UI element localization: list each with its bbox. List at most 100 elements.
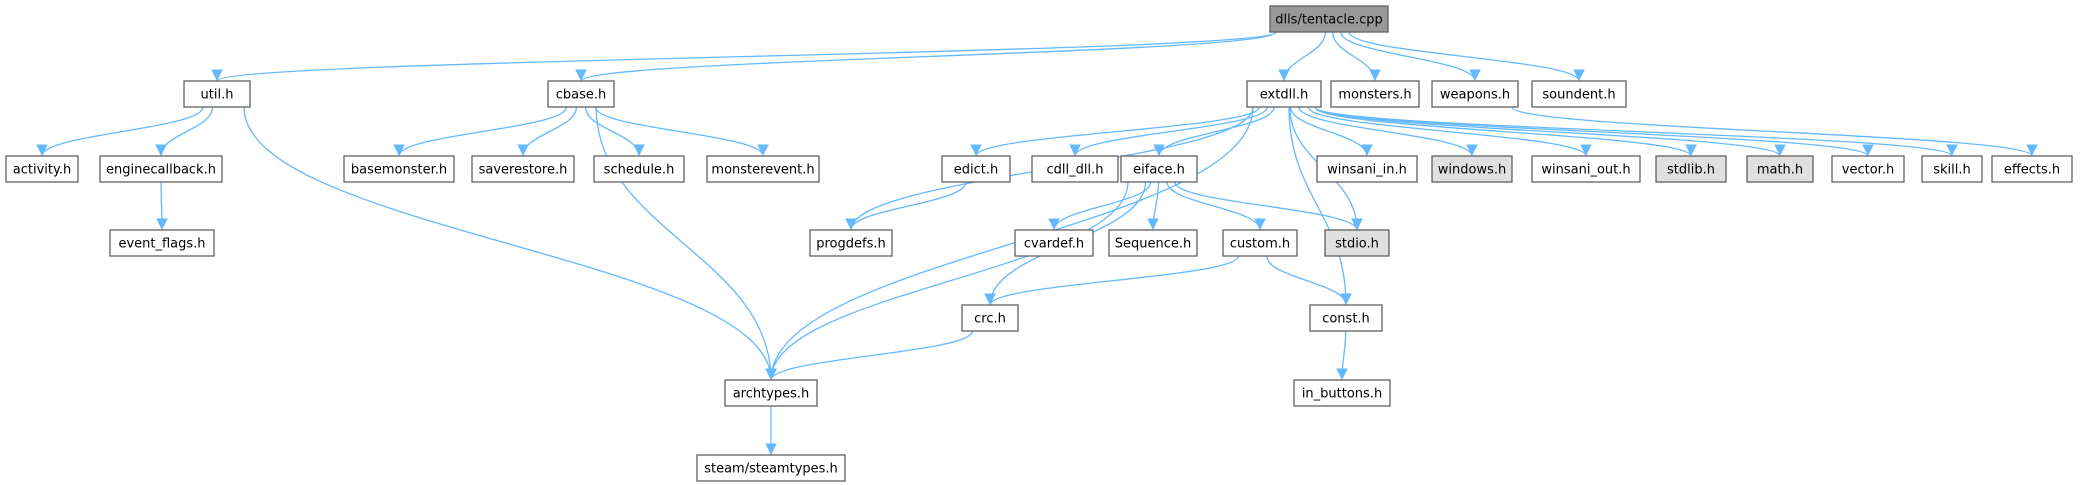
node-effects[interactable]: effects.h — [1991, 155, 2073, 183]
node-const-label: const.h — [1322, 312, 1370, 327]
edge-util-to-activity — [36, 106, 204, 157]
edge-tentacle-to-soundent — [1348, 31, 1585, 82]
node-tentacle[interactable]: dlls/tentacle.cpp — [1269, 5, 1389, 33]
node-in_buttons[interactable]: in_buttons.h — [1293, 379, 1391, 407]
node-extdll[interactable]: extdll.h — [1246, 80, 1322, 108]
node-tentacle-label: dlls/tentacle.cpp — [1275, 13, 1383, 28]
node-activity-label: activity.h — [13, 163, 71, 178]
edge-cbase-to-basemonster — [393, 106, 568, 157]
edge-crc-to-archtypes — [765, 330, 974, 381]
node-saverestore[interactable]: saverestore.h — [471, 155, 575, 183]
node-steamtypes-box — [696, 454, 846, 482]
node-soundent-box — [1531, 80, 1627, 108]
edge-layer — [36, 31, 2038, 455]
node-windows-label: windows.h — [1438, 163, 1506, 178]
edge-util-to-enginecallback — [155, 106, 214, 157]
node-soundent-label: soundent.h — [1542, 88, 1615, 103]
node-winsani_in-label: winsani_in.h — [1327, 163, 1407, 178]
node-basemonster-label: basemonster.h — [351, 163, 447, 178]
node-stdio[interactable]: stdio.h — [1324, 229, 1390, 257]
node-monsterevent[interactable]: monsterevent.h — [706, 155, 820, 183]
node-progdefs-label: progdefs.h — [816, 237, 886, 252]
edge-eiface-to-cvardef — [1048, 181, 1152, 231]
node-eiface-label: eiface.h — [1133, 163, 1185, 178]
node-basemonster-box — [343, 155, 455, 183]
node-crc-label: crc.h — [974, 312, 1006, 327]
node-winsani_out[interactable]: winsani_out.h — [1531, 155, 1641, 183]
node-enginecallback-label: enginecallback.h — [106, 163, 216, 178]
node-cvardef[interactable]: cvardef.h — [1014, 229, 1094, 257]
edge-tentacle-to-weapons — [1340, 31, 1481, 82]
node-extdll-box — [1246, 80, 1322, 108]
node-util-label: util.h — [201, 88, 234, 103]
node-crc[interactable]: crc.h — [961, 304, 1019, 332]
edge-extdll-to-math — [1314, 106, 1786, 157]
node-monsterevent-label: monsterevent.h — [711, 163, 814, 178]
node-monsters-box — [1330, 80, 1420, 108]
node-schedule[interactable]: schedule.h — [593, 155, 685, 183]
edge-tentacle-to-extdll — [1278, 31, 1327, 82]
node-stdlib[interactable]: stdlib.h — [1655, 155, 1727, 183]
node-custom-box — [1222, 229, 1298, 257]
node-activity[interactable]: activity.h — [5, 155, 79, 183]
node-progdefs[interactable]: progdefs.h — [809, 229, 893, 257]
node-stdlib-label: stdlib.h — [1667, 163, 1715, 178]
edge-tentacle-to-monsters — [1332, 31, 1381, 82]
node-enginecallback[interactable]: enginecallback.h — [99, 155, 223, 183]
node-monsters[interactable]: monsters.h — [1330, 80, 1420, 108]
node-winsani_out-box — [1531, 155, 1641, 183]
edge-extdll-to-winsani_in — [1289, 106, 1373, 157]
edge-weapons-to-effects — [1511, 106, 2038, 157]
edge-cbase-to-schedule — [584, 106, 645, 157]
node-cvardef-box — [1014, 229, 1094, 257]
node-effects-box — [1991, 155, 2073, 183]
node-cdll_dll-box — [1031, 155, 1119, 183]
edge-enginecallback-to-event_flags — [156, 181, 168, 231]
node-windows-box — [1431, 155, 1513, 183]
node-vector[interactable]: vector.h — [1831, 155, 1905, 183]
edge-extdll-to-eiface — [1153, 106, 1275, 157]
node-math[interactable]: math.h — [1746, 155, 1814, 183]
node-sequence[interactable]: Sequence.h — [1108, 229, 1198, 257]
node-weapons[interactable]: weapons.h — [1431, 80, 1519, 108]
node-steamtypes[interactable]: steam/steamtypes.h — [696, 454, 846, 482]
node-sequence-box — [1108, 229, 1198, 257]
node-skill[interactable]: skill.h — [1921, 155, 1983, 183]
edge-custom-to-const — [1266, 255, 1352, 306]
node-windows[interactable]: windows.h — [1431, 155, 1513, 183]
edge-eiface-to-custom — [1166, 181, 1266, 231]
node-custom[interactable]: custom.h — [1222, 229, 1298, 257]
node-cbase[interactable]: cbase.h — [547, 80, 615, 108]
edge-extdll-to-archtypes — [765, 106, 1254, 381]
node-saverestore-label: saverestore.h — [479, 163, 568, 178]
node-winsani_in[interactable]: winsani_in.h — [1316, 155, 1418, 183]
node-util-box — [183, 80, 251, 108]
node-basemonster[interactable]: basemonster.h — [343, 155, 455, 183]
edge-extdll-to-stdlib — [1314, 106, 1697, 157]
node-cbase-label: cbase.h — [556, 88, 607, 103]
node-steamtypes-label: steam/steamtypes.h — [704, 462, 838, 477]
node-cdll_dll[interactable]: cdll_dll.h — [1031, 155, 1119, 183]
node-archtypes-box — [724, 379, 818, 407]
node-custom-label: custom.h — [1230, 237, 1290, 252]
node-weapons-label: weapons.h — [1440, 88, 1510, 103]
node-enginecallback-box — [99, 155, 223, 183]
node-tentacle-box — [1269, 5, 1389, 33]
node-edict[interactable]: edict.h — [941, 155, 1011, 183]
node-util[interactable]: util.h — [183, 80, 251, 108]
node-event_flags[interactable]: event_flags.h — [109, 229, 215, 257]
node-const[interactable]: const.h — [1309, 304, 1383, 332]
node-in_buttons-label: in_buttons.h — [1302, 387, 1382, 402]
edge-cbase-to-monsterevent — [594, 106, 769, 157]
node-math-box — [1746, 155, 1814, 183]
node-soundent[interactable]: soundent.h — [1531, 80, 1627, 108]
edge-eiface-to-archtypes — [765, 181, 1129, 381]
node-eiface[interactable]: eiface.h — [1120, 155, 1198, 183]
node-crc-box — [961, 304, 1019, 332]
node-vector-label: vector.h — [1842, 163, 1894, 178]
node-archtypes[interactable]: archtypes.h — [724, 379, 818, 407]
node-archtypes-label: archtypes.h — [733, 387, 810, 402]
node-weapons-box — [1431, 80, 1519, 108]
edge-cbase-to-saverestore — [517, 106, 578, 157]
